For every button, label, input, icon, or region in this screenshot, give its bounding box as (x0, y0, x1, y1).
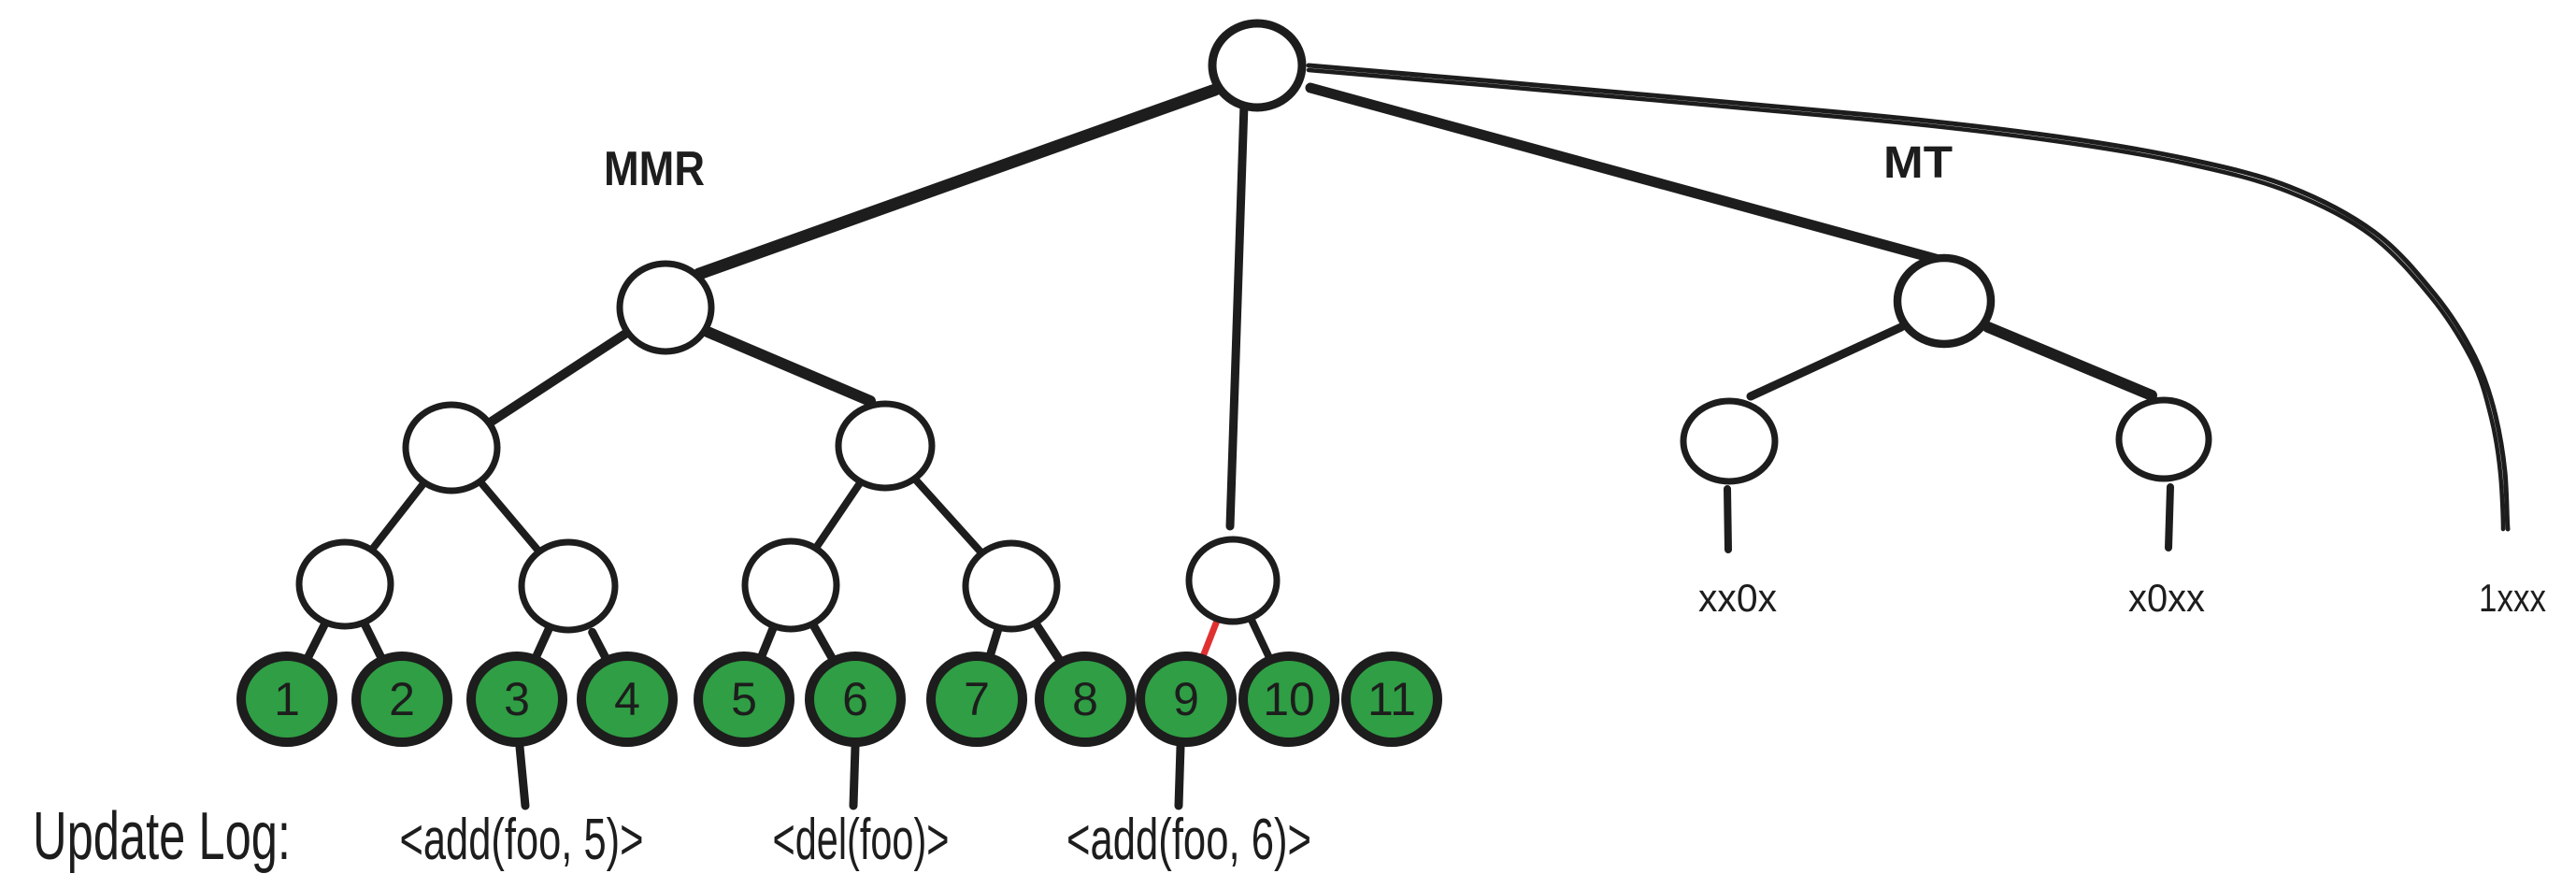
svg-text:xx0x: xx0x (1698, 576, 1777, 620)
svg-text:x0xx: x0xx (2128, 576, 2205, 620)
svg-text:Update Log:: Update Log: (33, 799, 291, 874)
svg-text:4: 4 (614, 673, 640, 725)
svg-text:<add(foo, 5)>: <add(foo, 5)> (400, 808, 644, 872)
svg-text:<add(foo, 6)>: <add(foo, 6)> (1066, 808, 1311, 872)
svg-text:6: 6 (842, 673, 868, 725)
svg-text:1xxx: 1xxx (2479, 576, 2546, 620)
svg-text:1: 1 (274, 673, 300, 725)
svg-text:MMR: MMR (604, 142, 705, 196)
svg-text:10: 10 (1263, 673, 1315, 725)
svg-text:9: 9 (1173, 673, 1199, 725)
svg-text:7: 7 (964, 673, 990, 725)
svg-text:5: 5 (731, 673, 757, 725)
svg-text:11: 11 (1367, 673, 1416, 725)
svg-text:2: 2 (389, 673, 415, 725)
svg-text:8: 8 (1072, 673, 1098, 725)
svg-text:3: 3 (504, 673, 530, 725)
svg-text:<del(foo)>: <del(foo)> (773, 808, 950, 872)
svg-text:MT: MT (1883, 138, 1953, 188)
